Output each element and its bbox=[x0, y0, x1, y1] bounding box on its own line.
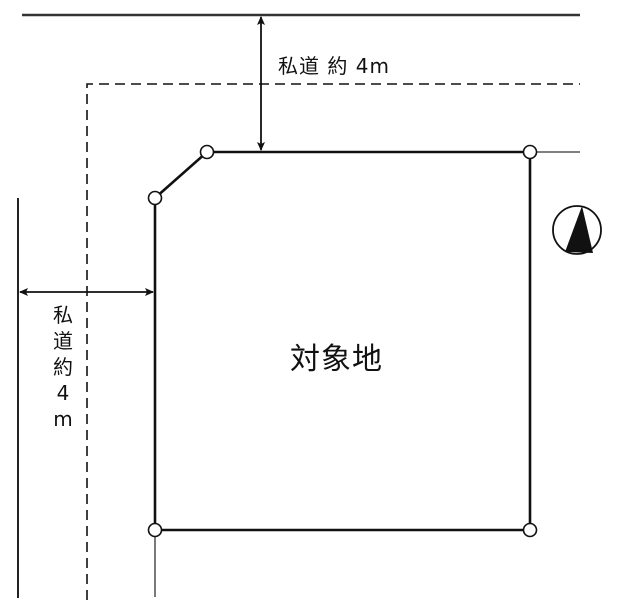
left-road-label-char: 約 bbox=[53, 355, 73, 379]
left-road-width-label: 私 道 約 4 m bbox=[48, 302, 78, 432]
lot-label: 対象地 bbox=[290, 342, 383, 377]
boundary-marker-icon bbox=[522, 522, 538, 538]
boundary-marker-icon bbox=[199, 144, 215, 160]
boundary-marker-icon bbox=[522, 144, 538, 160]
setback-dashed-line bbox=[86, 83, 580, 600]
boundary-marker-icon bbox=[147, 190, 163, 206]
top-road-width-label: 私道 約 4m bbox=[278, 54, 390, 78]
boundary-markers bbox=[147, 144, 538, 538]
left-road-label-char: m bbox=[53, 407, 73, 431]
boundary-marker-icon bbox=[147, 522, 163, 538]
left-road-label-char: 私 bbox=[53, 303, 73, 327]
lot-boundary bbox=[153, 150, 532, 532]
north-arrow-icon bbox=[552, 205, 602, 255]
left-road-label-char: 道 bbox=[53, 329, 73, 353]
left-road-label-char: 4 bbox=[56, 381, 70, 405]
